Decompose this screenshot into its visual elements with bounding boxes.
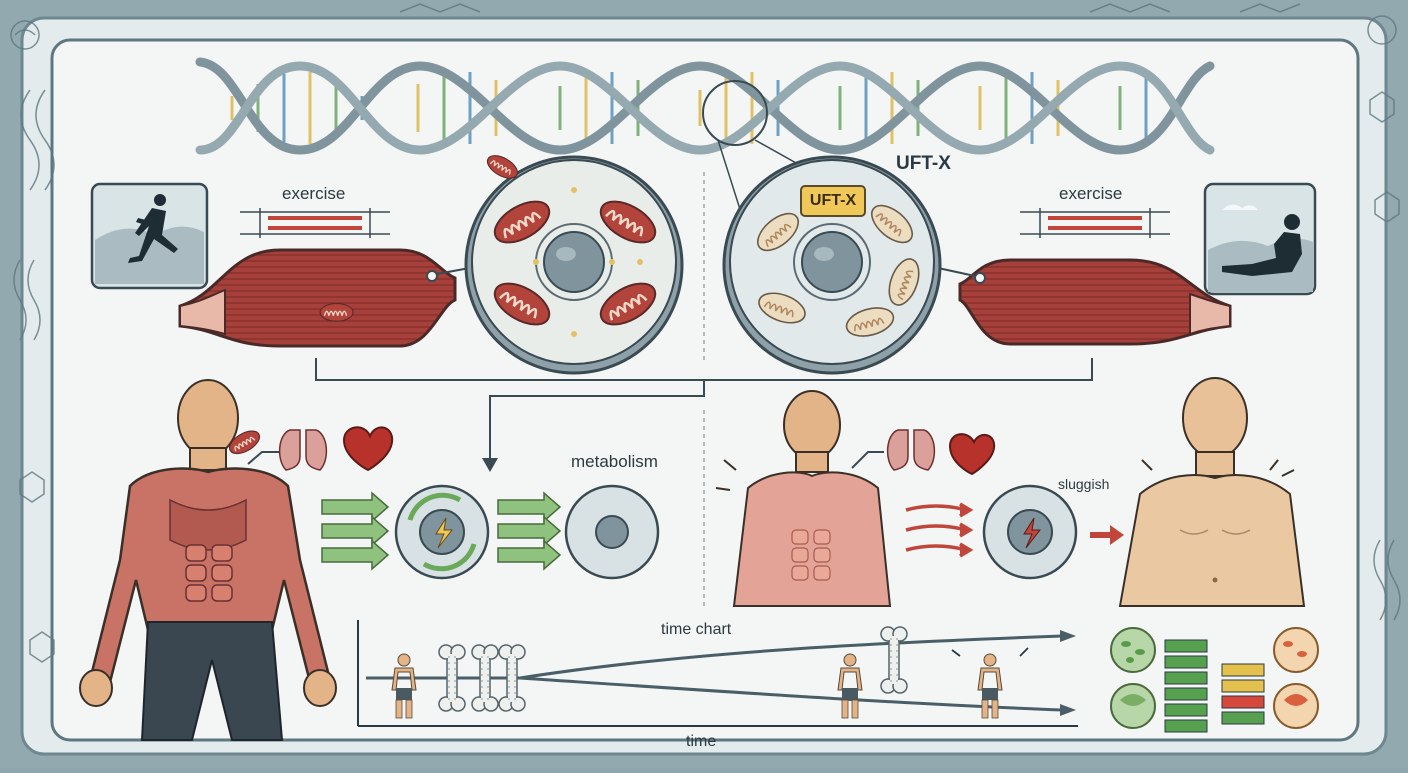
cell-active [464,155,684,375]
exercise-label-left: exercise [282,184,346,203]
body-middle [715,390,892,607]
cell-sluggish [982,484,1124,580]
resting-panel [1203,182,1317,296]
organs-middle [886,429,996,476]
body-untoned [1118,377,1306,607]
gene-label: UFT-X [896,153,951,174]
fiber-diagram-left [240,208,390,238]
energy-cell-active [394,484,490,580]
cell-metabolism [225,150,660,580]
time-chart-title: time chart [661,621,732,638]
runner-panel [90,182,209,290]
energy-flow-active [321,491,562,571]
metabolism-label: metabolism [571,452,658,471]
cell-uftx [722,155,942,375]
energy-flow-weak [905,502,974,558]
muscle-right [930,258,1232,346]
exercise-label-right: exercise [1059,184,1123,203]
fiber-diagram-right [1020,208,1170,238]
time-axis-label: time [686,733,717,750]
sluggish-label: sluggish [1058,476,1110,492]
organs-left [247,426,394,472]
time-chart [357,620,1078,727]
dna-helix [195,57,1215,155]
body-athletic [79,379,337,741]
microbiome-panel [1110,627,1319,733]
gene-badge: UFT-X [800,185,866,217]
